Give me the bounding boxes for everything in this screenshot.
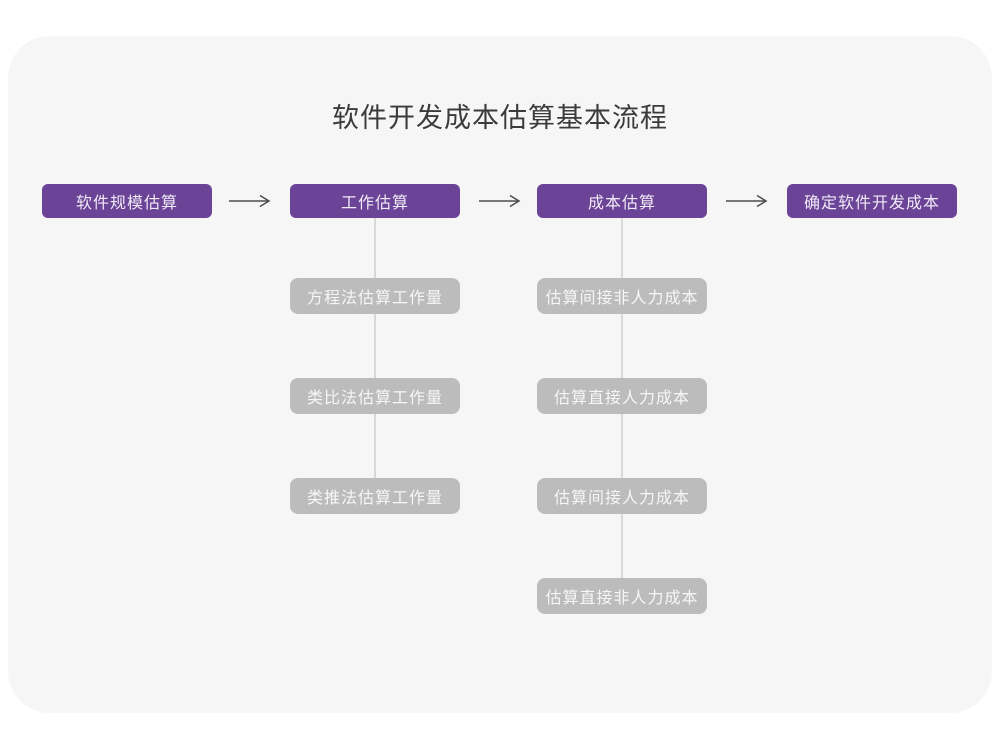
stage-node-software-scale-estimation: 软件规模估算 bbox=[42, 184, 212, 218]
diagram-title: 软件开发成本估算基本流程 bbox=[332, 103, 668, 133]
stage-node-determine-dev-cost: 确定软件开发成本 bbox=[787, 184, 957, 218]
sub-node-label: 方程法估算工作量 bbox=[306, 290, 443, 307]
sub-node-direct-nonlabor-cost: 估算直接非人力成本 bbox=[537, 578, 707, 614]
stage-label: 软件规模估算 bbox=[75, 195, 178, 212]
stage-label: 成本估算 bbox=[587, 195, 656, 212]
sub-node-label: 估算直接非人力成本 bbox=[545, 590, 699, 607]
right-arrow-icon bbox=[478, 194, 522, 208]
stage-label: 确定软件开发成本 bbox=[803, 195, 940, 212]
connector-line-work-estimation bbox=[374, 218, 376, 496]
sub-node-analogy-method: 类比法估算工作量 bbox=[290, 378, 460, 414]
stage-node-cost-estimation: 成本估算 bbox=[537, 184, 707, 218]
sub-node-equation-method: 方程法估算工作量 bbox=[290, 278, 460, 314]
sub-node-label: 估算直接人力成本 bbox=[553, 390, 690, 407]
stage-label: 工作估算 bbox=[340, 195, 409, 212]
sub-node-extrapolation-method: 类推法估算工作量 bbox=[290, 478, 460, 514]
stage-node-work-estimation: 工作估算 bbox=[290, 184, 460, 218]
diagram-card bbox=[8, 36, 992, 713]
right-arrow-icon bbox=[228, 194, 272, 208]
sub-node-label: 估算间接非人力成本 bbox=[545, 290, 699, 307]
sub-node-label: 类推法估算工作量 bbox=[306, 490, 443, 507]
sub-node-indirect-labor-cost: 估算间接人力成本 bbox=[537, 478, 707, 514]
sub-node-direct-labor-cost: 估算直接人力成本 bbox=[537, 378, 707, 414]
sub-node-label: 类比法估算工作量 bbox=[306, 390, 443, 407]
right-arrow-icon bbox=[725, 194, 769, 208]
sub-node-indirect-nonlabor-cost: 估算间接非人力成本 bbox=[537, 278, 707, 314]
sub-node-label: 估算间接人力成本 bbox=[553, 490, 690, 507]
